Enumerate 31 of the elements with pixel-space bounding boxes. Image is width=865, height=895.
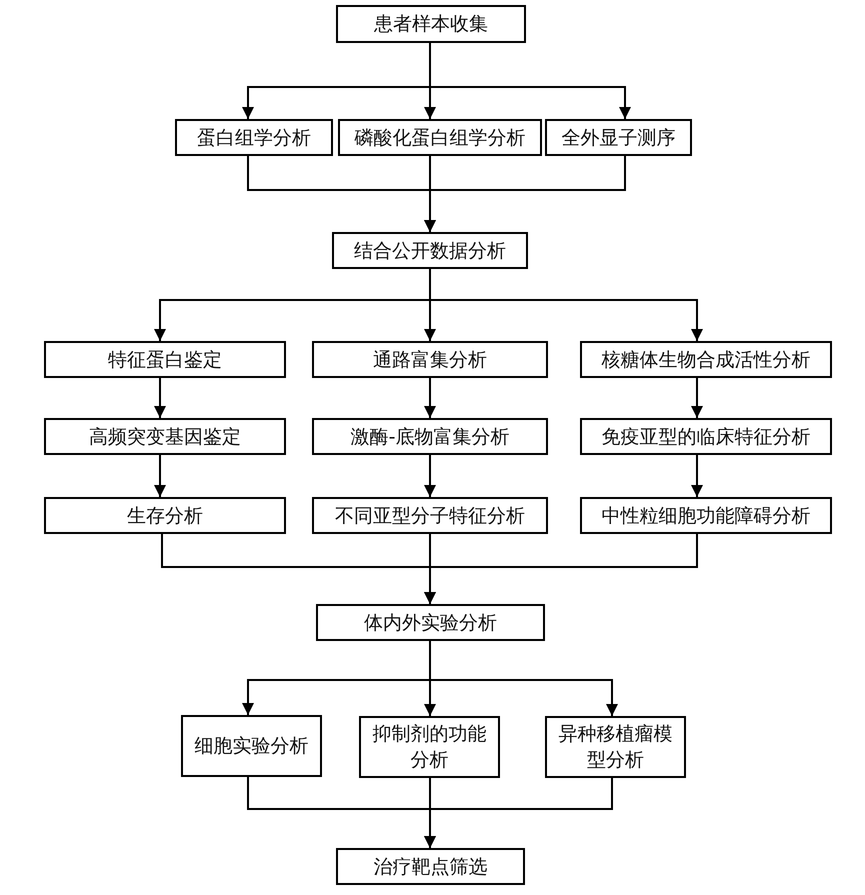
arrow: [429, 43, 631, 119]
process-box: 不同亚型分子特征分析: [312, 497, 548, 534]
process-box: 免疫亚型的临床特征分析: [580, 418, 832, 455]
arrow: [429, 641, 618, 716]
arrow: [691, 455, 703, 497]
process-box: 中性粒细胞功能障碍分析: [580, 497, 832, 534]
process-box: 磷酸化蛋白组学分析: [338, 119, 542, 156]
arrow: [424, 534, 698, 604]
process-box: 患者样本收集: [336, 5, 526, 43]
process-box: 特征蛋白鉴定: [44, 341, 286, 378]
process-box: 治疗靶点筛选: [336, 848, 525, 885]
arrow: [424, 378, 436, 418]
process-box: 通路富集分析: [312, 341, 548, 378]
arrow: [424, 156, 626, 232]
process-box: 抑制剂的功能分析: [359, 716, 500, 778]
process-box: 体内外实验分析: [316, 604, 545, 641]
process-box: 高频突变基因鉴定: [44, 418, 286, 455]
process-box: 结合公开数据分析: [332, 232, 528, 269]
arrow: [429, 269, 703, 341]
process-box: 激酶-底物富集分析: [312, 418, 548, 455]
process-box: 异种移植瘤模型分析: [545, 716, 686, 778]
arrow: [154, 455, 166, 497]
arrow: [691, 378, 703, 418]
process-box: 生存分析: [44, 497, 286, 534]
process-box: 全外显子测序: [545, 119, 692, 156]
process-box: 细胞实验分析: [181, 715, 322, 777]
arrow: [154, 378, 166, 418]
arrow: [424, 778, 613, 848]
arrow: [424, 455, 436, 497]
process-box: 核糖体生物合成活性分析: [580, 341, 832, 378]
process-box: 蛋白组学分析: [175, 119, 333, 156]
